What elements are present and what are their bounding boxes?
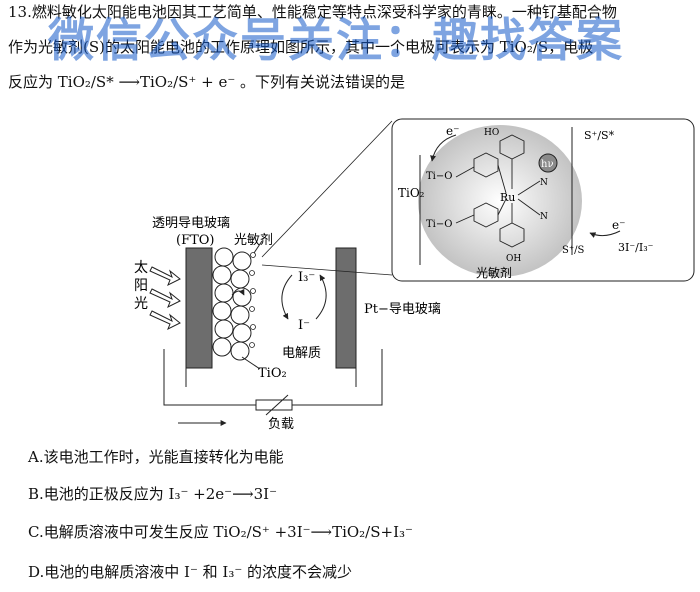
fto-abbr-label: (FTO) — [176, 233, 215, 248]
inset-hooc: HO — [484, 128, 499, 138]
option-a: A.该电池工作时，光能直接转化为电能 — [28, 448, 284, 466]
inset-ti-o-top: Ti−O — [426, 171, 452, 182]
fto-plate — [185, 247, 213, 369]
dye-dots — [249, 252, 256, 348]
pt-plate — [335, 247, 357, 369]
inset-s-plus-s-star: S⁺/S* — [584, 129, 615, 142]
question-line-1: 13.燃料敏化太阳能电池因其工艺简单、性能稳定等特点深受科学家的青睐。一种钌基配… — [8, 3, 617, 21]
inset-ru: Ru — [500, 191, 515, 204]
inset-redox: 3I⁻/I₃⁻ — [618, 241, 654, 254]
question-line-3: 反应为 TiO₂/S* ⟶TiO₂/S⁺ + e⁻ 。下列有关说法错误的是 — [8, 73, 406, 91]
question-line-2: 作为光敏剂(S)的太阳能电池的工作原理如图所示，其中一个电极可表示为 TiO₂/… — [8, 38, 594, 56]
tio2-label: TiO₂ — [258, 366, 287, 381]
photosensitizer-label: 光敏剂 — [234, 233, 273, 248]
sun-label-2: 阳 — [134, 278, 148, 294]
option-b: B.电池的正极反应为 I₃⁻ +2e⁻⟶3I⁻ — [28, 485, 277, 503]
sun-label-3: 光 — [134, 296, 148, 312]
i-label: I⁻ — [298, 318, 310, 333]
pt-label: Pt−导电玻璃 — [364, 302, 441, 317]
i3-label: I₃⁻ — [298, 270, 315, 285]
fto-label: 透明导电玻璃 — [152, 216, 230, 231]
option-d: D.电池的电解质溶液中 I⁻ 和 I₃⁻ 的浓度不会减少 — [28, 563, 353, 581]
inset-electron-top: e⁻ — [446, 124, 459, 138]
tio2-particles — [212, 247, 252, 361]
inset-cooh: OH — [506, 254, 521, 264]
inset-tio2: TiO₂ — [398, 186, 425, 200]
load-resistor — [255, 399, 293, 411]
inset-ncs-1: N — [540, 178, 548, 188]
load-label: 负载 — [268, 417, 294, 432]
inset-s-plus-s: S⁺/S — [562, 245, 584, 256]
sun-label-1: 太 — [134, 260, 148, 276]
battery-diagram: 透明导电玻璃 (FTO) 光敏剂 太 阳 光 TiO₂ I₃⁻ I⁻ Pt−导电… — [134, 118, 695, 432]
inset-caption: 光敏剂 — [476, 265, 512, 280]
molecule-structure — [455, 134, 541, 248]
watermark: 微信公众号关注：趣找答案 — [48, 13, 624, 67]
inset-electron-bottom: e⁻ — [612, 218, 625, 232]
inset-ti-o-bottom: Ti−O — [426, 219, 452, 230]
sunlight-arrows — [149, 266, 181, 331]
option-c: C.电解质溶液中可发生反应 TiO₂/S⁺ +3I⁻⟶TiO₂/S+I₃⁻ — [28, 523, 413, 541]
inset-hv: hν — [541, 159, 554, 170]
inset-ncs-2: N — [540, 212, 548, 222]
hv-circle — [538, 153, 558, 173]
electrolyte-label: 电解质 — [282, 346, 321, 361]
